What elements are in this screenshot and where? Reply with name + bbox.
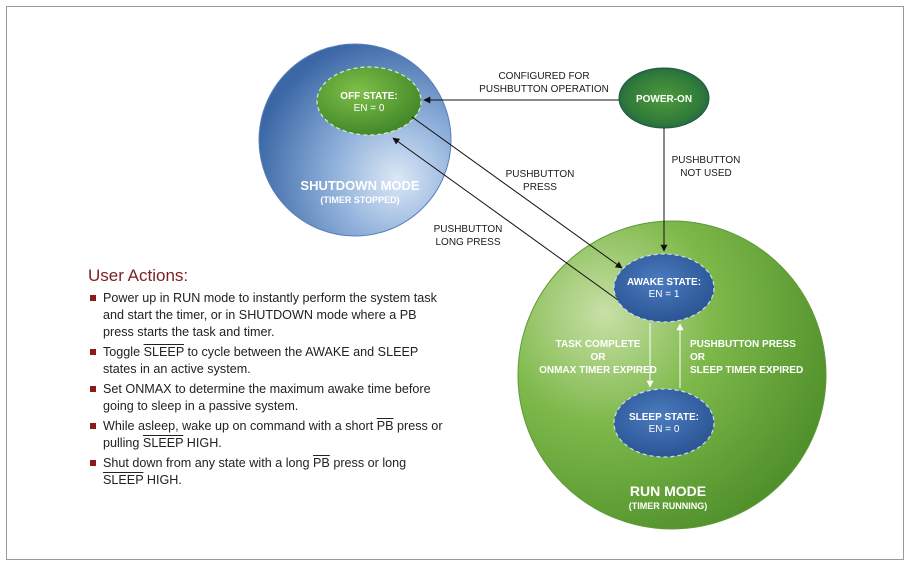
action-text: Set ONMAX to determine the maximum awake… bbox=[103, 382, 431, 413]
label-configured-line1: CONFIGURED FOR bbox=[498, 71, 589, 82]
label-pb-long-line2: LONG PRESS bbox=[435, 237, 500, 248]
overlined-signal: PB bbox=[376, 419, 394, 433]
overlined-signal: SLEEP bbox=[142, 436, 184, 450]
overlined-signal: SLEEP bbox=[143, 345, 184, 359]
run-mode-subtitle: (TIMER RUNNING) bbox=[629, 501, 708, 511]
awake-state-node bbox=[613, 253, 715, 323]
user-action-item: While asleep, wake up on command with a … bbox=[88, 418, 448, 452]
overlined-signal: SLEEP bbox=[103, 473, 144, 487]
user-action-item: Toggle SLEEP to cycle between the AWAKE … bbox=[88, 344, 448, 378]
user-actions-heading: User Actions: bbox=[88, 266, 189, 285]
user-action-item: Set ONMAX to determine the maximum awake… bbox=[88, 381, 448, 415]
awake-state-value: EN = 1 bbox=[649, 289, 680, 300]
off-state-value: EN = 0 bbox=[354, 103, 385, 114]
label-pb-press-or-line3: SLEEP TIMER EXPIRED bbox=[690, 365, 803, 376]
label-pb-press-or-line2: OR bbox=[690, 352, 706, 363]
label-task-complete-line1: TASK COMPLETE bbox=[556, 339, 641, 350]
overlined-signal: PB bbox=[313, 456, 330, 470]
user-action-item: Shut down from any state with a long PB … bbox=[88, 455, 448, 489]
label-pb-press-line1: PUSHBUTTON bbox=[506, 169, 575, 180]
run-mode-circle bbox=[517, 220, 827, 530]
off-state-title: OFF STATE: bbox=[340, 91, 397, 102]
off-state-node bbox=[316, 66, 422, 136]
action-text: HIGH. bbox=[183, 436, 222, 450]
action-text: to cycle between the AWAKE and SLEEP sta… bbox=[103, 345, 419, 376]
action-text: press or long bbox=[329, 456, 407, 470]
label-pb-press-line2: PRESS bbox=[523, 182, 557, 193]
label-pb-not-used-line2: NOT USED bbox=[680, 168, 732, 179]
label-task-complete-line3: ONMAX TIMER EXPIRED bbox=[539, 365, 657, 376]
sleep-state-title: SLEEP STATE: bbox=[629, 412, 699, 423]
user-actions-list: Power up in RUN mode to instantly perfor… bbox=[88, 290, 448, 489]
action-text: Toggle bbox=[103, 345, 144, 359]
shutdown-mode-subtitle: (TIMER STOPPED) bbox=[320, 195, 399, 205]
sleep-state-node bbox=[613, 388, 715, 458]
action-text: Power up in RUN mode to instantly perfor… bbox=[103, 291, 437, 339]
action-text: While asleep, wake up on command with a … bbox=[103, 419, 377, 433]
action-text: press or pulling bbox=[103, 419, 443, 450]
label-pb-long-line1: PUSHBUTTON bbox=[434, 224, 503, 235]
label-pb-press-or-line1: PUSHBUTTON PRESS bbox=[690, 339, 796, 350]
arrow-awake-to-off bbox=[392, 137, 619, 301]
label-pb-not-used-line1: PUSHBUTTON bbox=[672, 155, 741, 166]
arrow-off-to-awake bbox=[411, 116, 623, 269]
run-mode-title: RUN MODE bbox=[630, 483, 706, 499]
label-configured-line2: PUSHBUTTON OPERATION bbox=[479, 84, 609, 95]
user-action-item: Power up in RUN mode to instantly perfor… bbox=[88, 290, 448, 341]
label-task-complete-line2: OR bbox=[591, 352, 607, 363]
shutdown-mode-title: SHUTDOWN MODE bbox=[300, 178, 419, 193]
user-actions-panel: User Actions: Power up in RUN mode to in… bbox=[88, 266, 448, 492]
power-on-title: POWER-ON bbox=[636, 94, 692, 105]
action-text: HIGH. bbox=[143, 473, 182, 487]
sleep-state-value: EN = 0 bbox=[649, 424, 680, 435]
action-text: Shut down from any state with a long bbox=[103, 456, 314, 470]
awake-state-title: AWAKE STATE: bbox=[627, 277, 701, 288]
